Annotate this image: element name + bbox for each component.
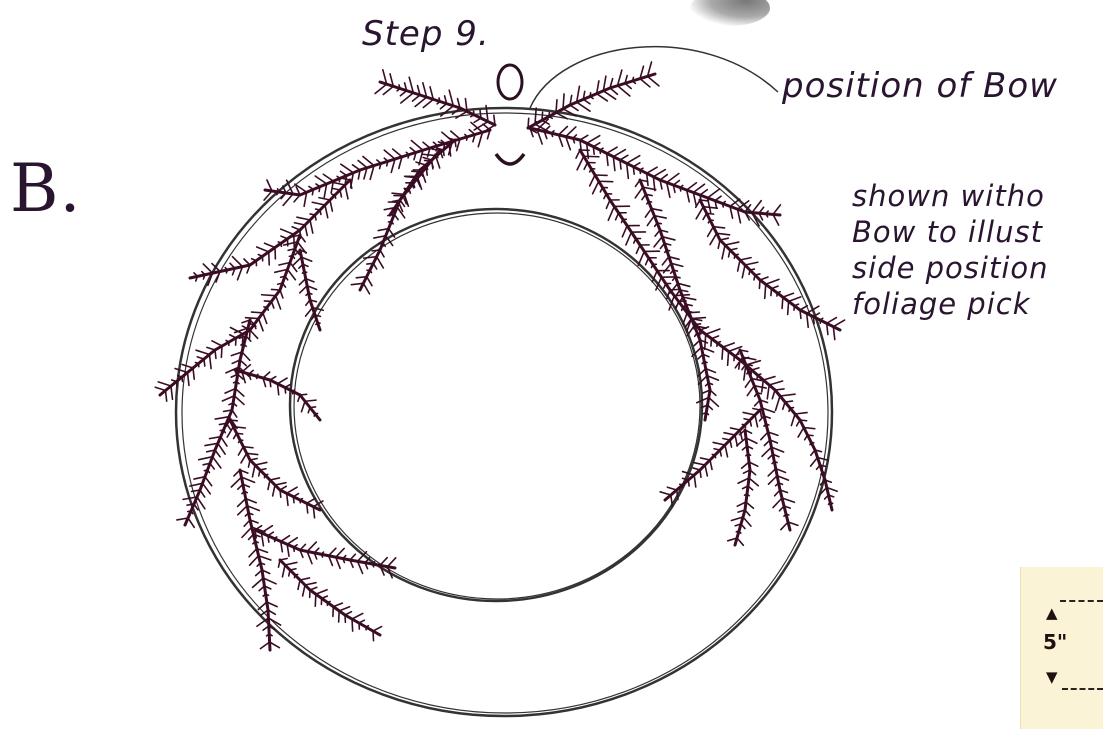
arrow-down-icon: ▼ [1046, 668, 1058, 686]
foliage-picks [155, 62, 844, 650]
bow-position-label: position of Bow [782, 66, 1058, 106]
hanger-loop-icon [498, 65, 522, 99]
step-label: Step 9. [362, 14, 490, 54]
note-line: shown witho [852, 178, 1049, 214]
note-line: side position [852, 250, 1049, 286]
wreath-outer-ring [176, 108, 832, 716]
panel-letter: B. [10, 150, 81, 227]
bow-position-mark [496, 154, 524, 164]
ruler-dash-top [1060, 600, 1103, 602]
ruler-dash-bottom [1062, 688, 1103, 690]
note-line: foliage pick [852, 286, 1049, 322]
illustration-note: shown witho Bow to illust side position … [852, 178, 1049, 322]
wreath-inner-ring [290, 209, 702, 601]
note-line: Bow to illust [852, 214, 1049, 250]
ruler-label: 5" [1043, 630, 1067, 654]
arrow-up-icon: ▲ [1046, 604, 1058, 622]
bow-leader-line [530, 47, 778, 108]
